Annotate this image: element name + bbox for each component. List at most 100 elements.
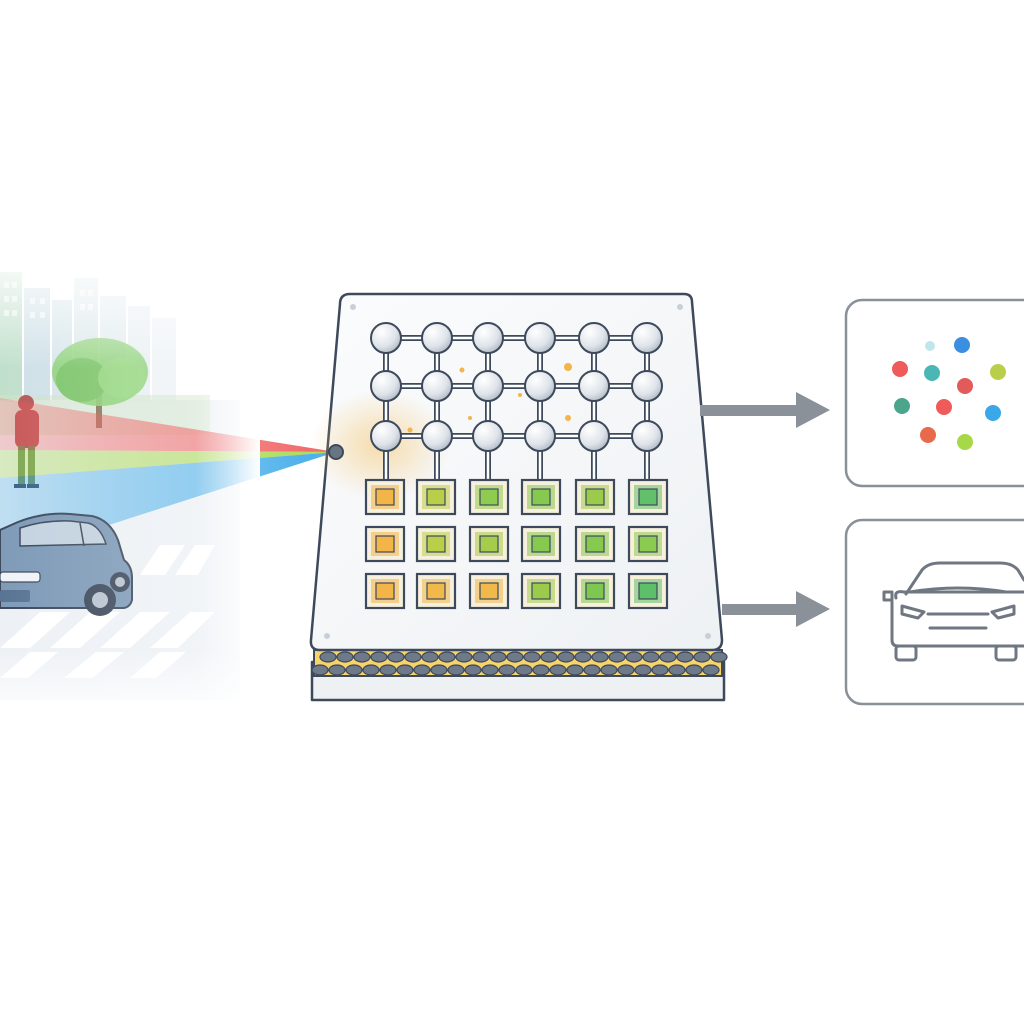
grid-node	[370, 420, 402, 452]
solder-bump	[659, 651, 677, 663]
solder-bump	[617, 664, 635, 676]
solder-bump	[404, 651, 422, 663]
pixel-cell	[520, 572, 562, 610]
solder-bump	[328, 664, 346, 676]
solder-bump	[370, 651, 388, 663]
solder-bump	[710, 651, 728, 663]
solder-bump	[668, 664, 686, 676]
solder-bump	[455, 651, 473, 663]
solder-bumps	[311, 651, 728, 676]
pixel-cell	[364, 572, 406, 610]
solder-bump	[642, 651, 660, 663]
grid-node	[524, 370, 556, 402]
pixel-core	[479, 488, 499, 506]
pixel-cell	[468, 572, 510, 610]
point-cloud-dot	[985, 405, 1001, 421]
pixel-core	[585, 488, 605, 506]
point-cloud-dot	[892, 361, 908, 377]
solder-bump	[549, 664, 567, 676]
pixel-cell	[364, 478, 406, 516]
car-outline-icon	[882, 561, 1024, 662]
solder-bump	[498, 664, 516, 676]
solder-bump	[702, 664, 720, 676]
solder-bump	[362, 664, 380, 676]
solder-bump	[591, 651, 609, 663]
solder-bump	[574, 651, 592, 663]
pixel-core	[531, 488, 551, 506]
grid-node	[578, 370, 610, 402]
solder-bump	[319, 651, 337, 663]
pixel-core	[638, 488, 658, 506]
solder-bump	[693, 651, 711, 663]
solder-bump	[634, 664, 652, 676]
solder-bump	[557, 651, 575, 663]
grid-node	[631, 322, 663, 354]
point-cloud-dot	[920, 427, 936, 443]
solder-bump	[608, 651, 626, 663]
solder-bump	[345, 664, 363, 676]
pixel-core	[585, 535, 605, 553]
grid-node	[472, 322, 504, 354]
solder-bump	[438, 651, 456, 663]
solder-bump	[523, 651, 541, 663]
solder-bump	[506, 651, 524, 663]
pixel-array	[364, 478, 669, 610]
solder-bump	[336, 651, 354, 663]
pixel-core	[375, 535, 395, 553]
point-cloud-dot	[925, 341, 935, 351]
solder-bump	[472, 651, 490, 663]
grid-node	[421, 420, 453, 452]
pixel-core	[638, 582, 658, 600]
point-cloud-dot	[990, 364, 1006, 380]
street-scene	[0, 250, 336, 720]
pixel-core	[531, 535, 551, 553]
sensor-chip	[309, 292, 728, 702]
pixel-cell	[574, 572, 616, 610]
pixel-core	[638, 535, 658, 553]
solder-bump	[540, 651, 558, 663]
solder-bump	[600, 664, 618, 676]
pixel-core	[375, 582, 395, 600]
solder-bump	[387, 651, 405, 663]
grid-node	[631, 420, 663, 452]
solder-bump	[515, 664, 533, 676]
solder-bump	[532, 664, 550, 676]
grid-node	[472, 370, 504, 402]
solder-bump	[379, 664, 397, 676]
pixel-cell	[364, 525, 406, 563]
solder-bump	[396, 664, 414, 676]
grid-node	[370, 370, 402, 402]
pixel-cell	[627, 478, 669, 516]
grid-node	[421, 322, 453, 354]
node-grid	[370, 322, 663, 452]
solder-bump	[353, 651, 371, 663]
pixel-core	[479, 582, 499, 600]
solder-bump	[583, 664, 601, 676]
pixel-core	[531, 582, 551, 600]
pixel-core	[375, 488, 395, 506]
solder-bump	[464, 664, 482, 676]
pixel-cell	[415, 478, 457, 516]
output-arrows	[700, 392, 830, 627]
solder-bump	[625, 651, 643, 663]
output-panel-point-cloud	[844, 298, 1024, 488]
solder-bump	[413, 664, 431, 676]
grid-node	[578, 322, 610, 354]
solder-bump	[311, 664, 329, 676]
sensor-input-port	[328, 444, 344, 460]
grid-node	[524, 322, 556, 354]
point-cloud-dot	[957, 434, 973, 450]
scatter-dots-icon	[892, 337, 1006, 450]
pixel-core	[585, 582, 605, 600]
pixel-core	[426, 582, 446, 600]
point-cloud-dot	[924, 365, 940, 381]
solder-bump	[489, 651, 507, 663]
grid-node	[421, 370, 453, 402]
solder-bump	[430, 664, 448, 676]
solder-bump	[676, 651, 694, 663]
solder-bump	[651, 664, 669, 676]
solder-bump	[685, 664, 703, 676]
pixel-cell	[574, 525, 616, 563]
output-panel-detection	[844, 518, 1024, 706]
